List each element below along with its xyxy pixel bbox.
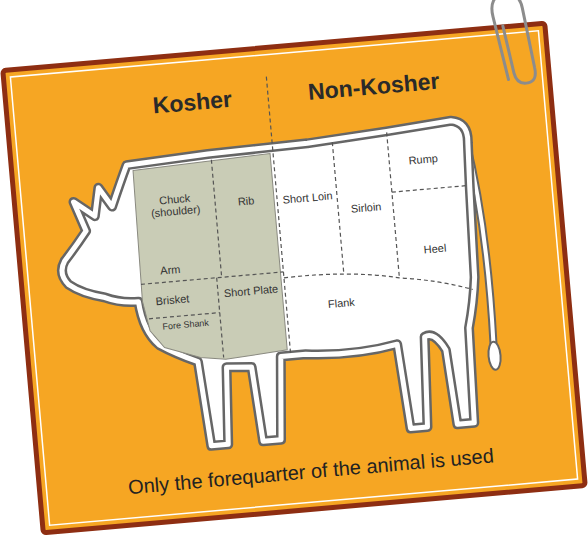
card-art	[0, 20, 588, 536]
cut-line	[387, 132, 400, 277]
paperclip	[491, 0, 537, 86]
cow-tail-tuft	[487, 341, 501, 370]
cut-line	[284, 261, 473, 305]
kosher-region	[131, 154, 288, 366]
cut-lines	[124, 60, 481, 366]
cow-outline-inner	[52, 119, 493, 457]
cow-outline	[52, 119, 493, 457]
cut-line	[392, 186, 468, 193]
cut-line	[211, 160, 221, 278]
cut-line	[332, 142, 344, 274]
card-background	[3, 23, 585, 533]
cut-line	[217, 278, 224, 358]
recipe-card: Chuck (shoulder)RibShort LoinSirloinRump…	[0, 20, 588, 536]
kosher-divider	[266, 77, 290, 354]
